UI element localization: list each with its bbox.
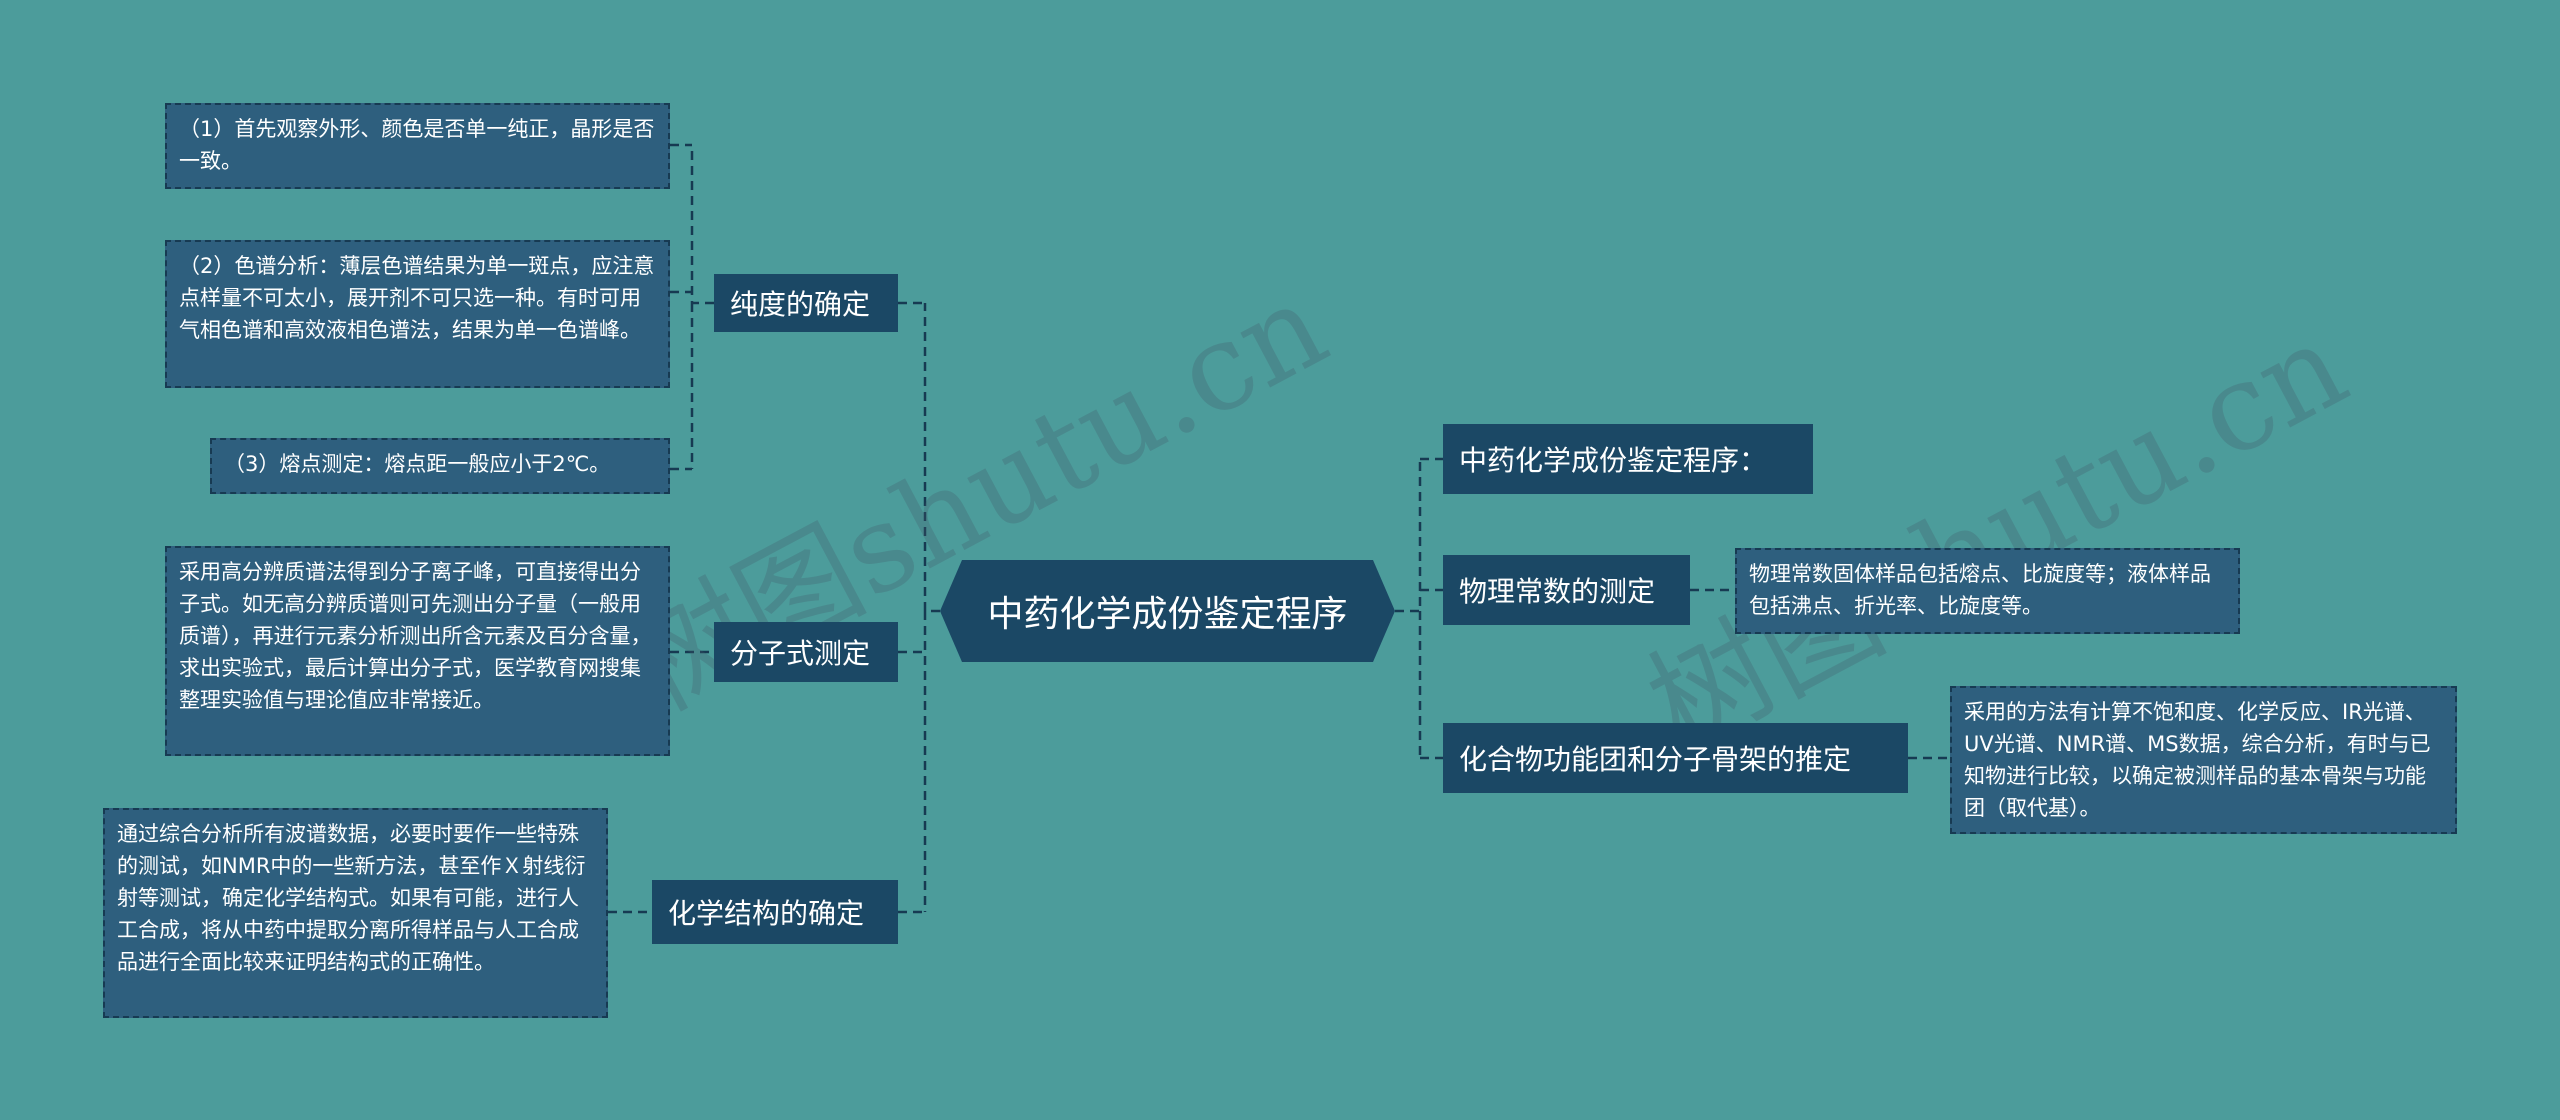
leaf-text: 通过综合分析所有波谱数据，必要时要作一些特殊的测试，如NMR中的一些新方法，甚至… — [117, 822, 586, 974]
branch-physical-constants[interactable]: 物理常数的测定 — [1443, 555, 1690, 625]
branch-functional-groups[interactable]: 化合物功能团和分子骨架的推定 — [1443, 723, 1908, 793]
branch-label: 中药化学成份鉴定程序： — [1459, 444, 1768, 477]
leaf-text: 采用高分辨质谱法得到分子离子峰，可直接得出分子式。如无高分辨质谱则可先测出分子量… — [179, 560, 652, 712]
branch-label: 纯度的确定 — [730, 288, 871, 321]
leaf-text: （3）熔点测定：熔点距一般应小于2℃。 — [224, 452, 611, 476]
leaf-purity-chromatography[interactable]: （2）色谱分析：薄层色谱结果为单一斑点，应注意点样量不可太小，展开剂不可只选一种… — [165, 240, 670, 388]
branch-purity[interactable]: 纯度的确定 — [714, 274, 898, 332]
branch-label: 物理常数的测定 — [1459, 575, 1656, 608]
central-topic[interactable]: 中药化学成份鉴定程序 — [940, 560, 1395, 662]
leaf-chemical-structure[interactable]: 通过综合分析所有波谱数据，必要时要作一些特殊的测试，如NMR中的一些新方法，甚至… — [103, 808, 608, 1018]
leaf-text: 物理常数固体样品包括熔点、比旋度等；液体样品包括沸点、折光率、比旋度等。 — [1749, 562, 2211, 618]
branch-label: 分子式测定 — [730, 637, 871, 670]
leaf-text: （2）色谱分析：薄层色谱结果为单一斑点，应注意点样量不可太小，展开剂不可只选一种… — [179, 254, 655, 342]
branch-label: 化合物功能团和分子骨架的推定 — [1459, 743, 1852, 776]
leaf-molecular-formula[interactable]: 采用高分辨质谱法得到分子离子峰，可直接得出分子式。如无高分辨质谱则可先测出分子量… — [165, 546, 670, 756]
leaf-functional-groups[interactable]: 采用的方法有计算不饱和度、化学反应、IR光谱、UV光谱、NMR谱、MS数据，综合… — [1950, 686, 2457, 834]
central-topic-label: 中药化学成份鉴定程序 — [987, 594, 1348, 635]
leaf-text: 采用的方法有计算不饱和度、化学反应、IR光谱、UV光谱、NMR谱、MS数据，综合… — [1964, 700, 2431, 820]
connector-purity-leaves — [670, 143, 714, 471]
leaf-text: （1）首先观察外形、颜色是否单一纯正，晶形是否一致。 — [179, 117, 655, 173]
leaf-purity-melting-point[interactable]: （3）熔点测定：熔点距一般应小于2℃。 — [210, 438, 670, 494]
leaf-physical-constants[interactable]: 物理常数固体样品包括熔点、比旋度等；液体样品包括沸点、折光率、比旋度等。 — [1735, 548, 2240, 634]
branch-label: 化学结构的确定 — [668, 897, 865, 930]
branch-molecular-formula[interactable]: 分子式测定 — [714, 622, 898, 682]
leaf-purity-appearance[interactable]: （1）首先观察外形、颜色是否单一纯正，晶形是否一致。 — [165, 103, 670, 189]
branch-procedure[interactable]: 中药化学成份鉴定程序： — [1443, 424, 1813, 494]
branch-chemical-structure[interactable]: 化学结构的确定 — [652, 880, 898, 944]
connector-center-left — [923, 303, 940, 912]
connector-center-right — [1395, 459, 1422, 758]
